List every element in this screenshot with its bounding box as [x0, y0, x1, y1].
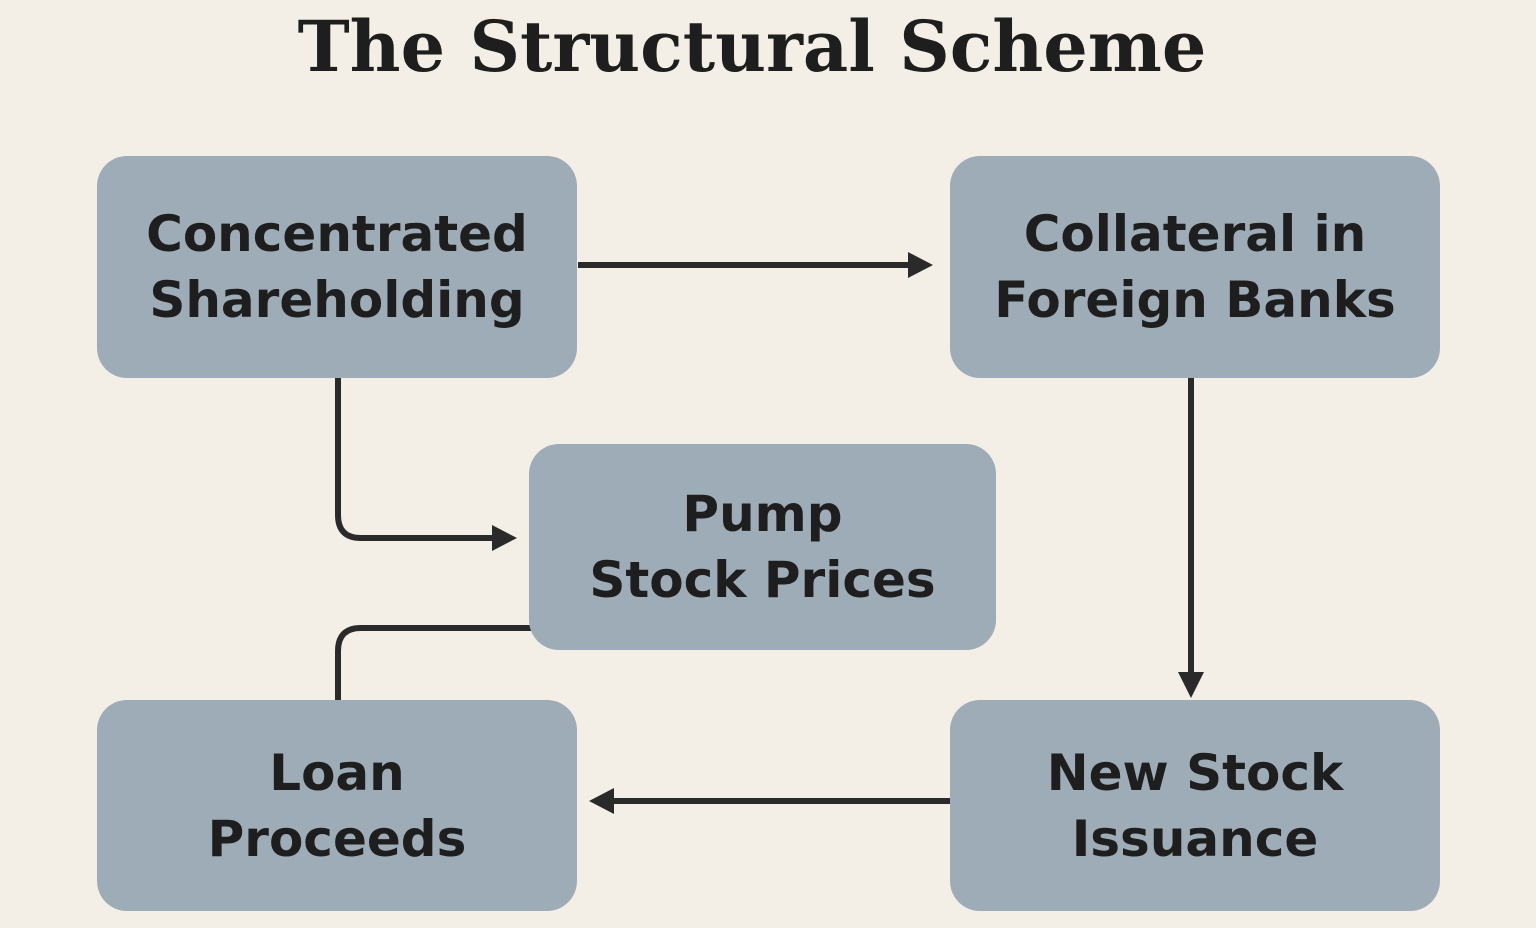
arrowhead-right-icon	[492, 525, 517, 551]
node-pump-stock-prices: Pump Stock Prices	[529, 444, 996, 650]
node-label-line: Concentrated	[146, 205, 528, 263]
node-label-line: Shareholding	[149, 271, 525, 329]
arrowhead-left-icon	[589, 788, 614, 814]
node-label-line: Proceeds	[207, 809, 467, 868]
node-collateral-foreign-banks: Collateral in Foreign Banks	[950, 156, 1440, 378]
arrow-concentrated-to-pump	[335, 378, 496, 541]
arrowhead-down-icon	[1178, 672, 1204, 698]
node-label-line: New Stock	[1046, 743, 1344, 802]
node-label-line: Foreign Banks	[994, 271, 1396, 329]
node-label-line: Stock Prices	[589, 551, 936, 609]
arrowhead-right-icon	[908, 252, 933, 278]
node-label-line: Collateral in	[1023, 205, 1367, 263]
node-new-stock-issuance: New Stock Issuance	[950, 700, 1440, 911]
arrow-loan-to-pump	[335, 625, 532, 700]
node-label-line: Issuance	[1071, 809, 1319, 868]
node-label-line: Pump	[682, 485, 843, 543]
diagram-title: The Structural Scheme	[297, 5, 1207, 88]
node-label-line: Loan	[269, 743, 405, 802]
node-loan-proceeds: Loan Proceeds	[97, 700, 577, 911]
node-concentrated-shareholding: Concentrated Shareholding	[97, 156, 577, 378]
